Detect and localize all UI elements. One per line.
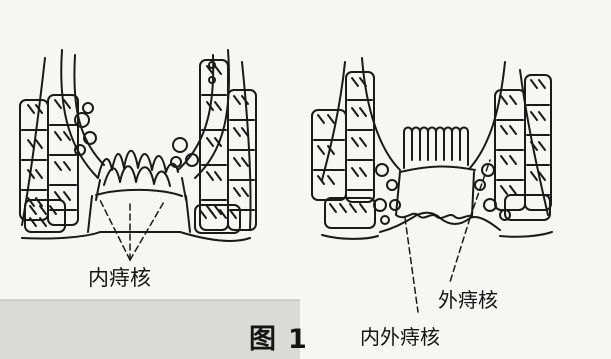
figure-caption-prefix: 图 xyxy=(249,324,278,355)
external-hemorrhoid-label: 外痔核 xyxy=(438,284,498,313)
mixed-hemorrhoid-label: 内外痔核 xyxy=(360,321,440,350)
figure-caption-number: 1 xyxy=(288,324,309,355)
internal-hemorrhoid-label: 内痔核 xyxy=(88,262,151,292)
